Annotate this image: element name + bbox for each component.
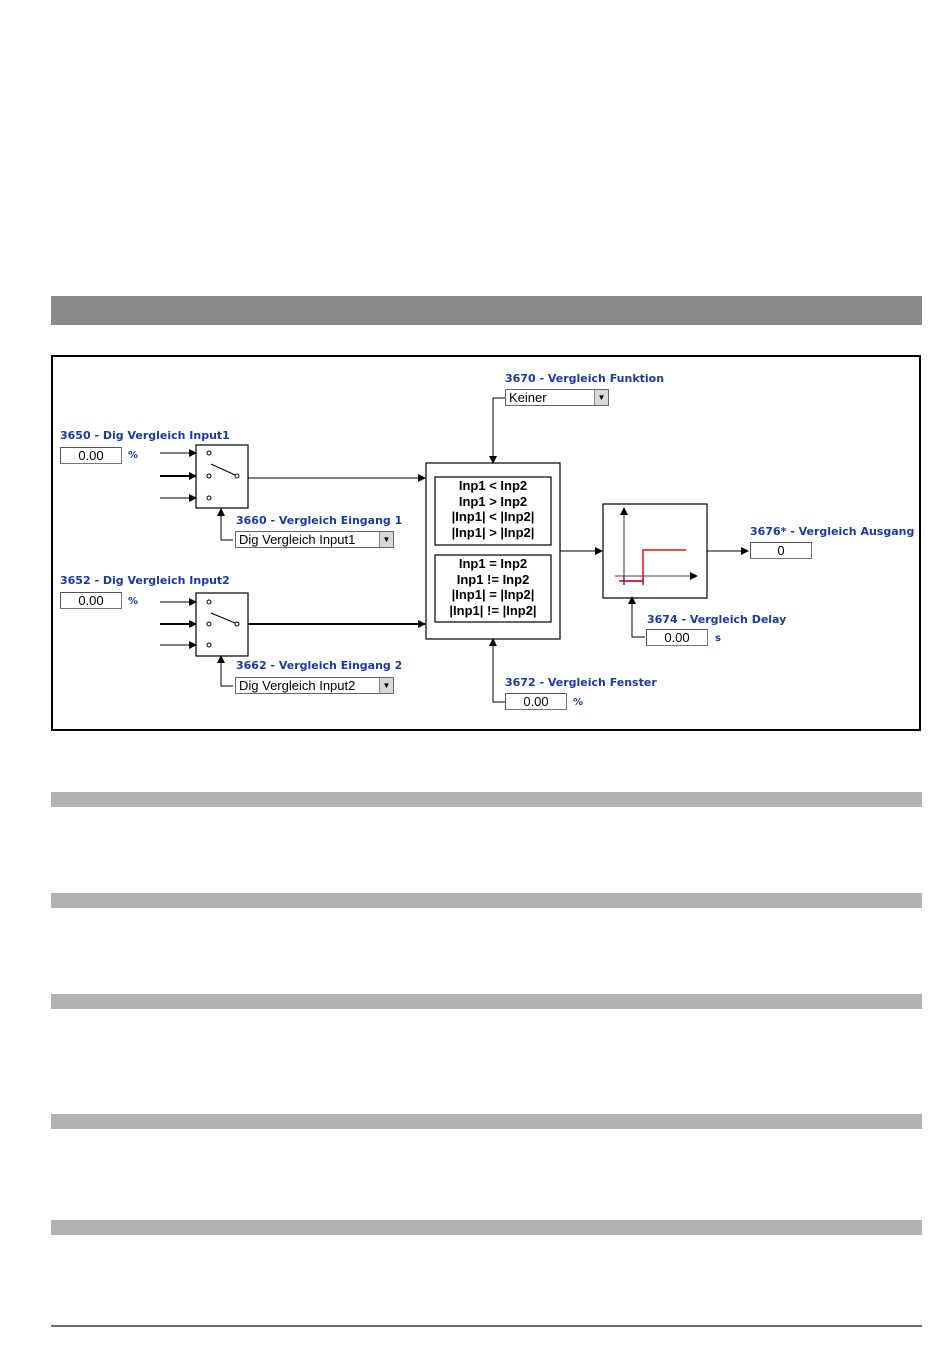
section-bar xyxy=(51,994,922,1009)
section-bar xyxy=(51,1114,922,1129)
chevron-down-icon[interactable]: ▼ xyxy=(379,678,393,693)
delay-unit: s xyxy=(715,633,721,644)
section-bar xyxy=(51,1220,922,1235)
ausgang-label: 3676* - Vergleich Ausgang xyxy=(750,525,915,538)
eingang1-select[interactable]: Dig Vergleich Input1 ▼ xyxy=(235,531,394,548)
funktion-label: 3670 - Vergleich Funktion xyxy=(505,372,665,385)
eingang2-value: Dig Vergleich Input2 xyxy=(239,678,356,693)
selector-switch-1 xyxy=(195,444,249,509)
comparator-diagram: Inp1 < Inp2 Inp1 > Inp2 |Inp1| < |Inp2| … xyxy=(51,355,921,731)
eingang2-select[interactable]: Dig Vergleich Input2 ▼ xyxy=(235,677,394,694)
delay-field[interactable]: 0.00 xyxy=(646,629,708,646)
comparator-option: |Inp1| = |Inp2| xyxy=(451,587,535,602)
delay-block xyxy=(602,503,708,599)
input1-field[interactable]: 0.00 xyxy=(60,447,122,464)
input1-label: 3650 - Dig Vergleich Input1 xyxy=(60,429,230,442)
fenster-unit: % xyxy=(573,697,584,708)
header-bar xyxy=(51,296,922,325)
section-bar xyxy=(51,792,922,807)
comparator-option: Inp1 > Inp2 xyxy=(458,493,528,509)
comparator-option: |Inp1| > |Inp2| xyxy=(451,524,535,540)
chevron-down-icon[interactable]: ▼ xyxy=(379,532,393,547)
ausgang-field: 0 xyxy=(750,542,812,559)
footer-divider xyxy=(51,1325,922,1327)
selector-switch-2 xyxy=(195,592,249,657)
eingang1-label: 3660 - Vergleich Eingang 1 xyxy=(236,514,403,527)
input2-field[interactable]: 0.00 xyxy=(60,592,122,609)
delay-label: 3674 - Vergleich Delay xyxy=(647,613,787,626)
comparator-group-2: Inp1 = Inp2 Inp1 != Inp2 |Inp1| = |Inp2|… xyxy=(435,556,551,618)
funktion-select[interactable]: Keiner ▼ xyxy=(505,389,609,406)
eingang1-value: Dig Vergleich Input1 xyxy=(239,532,356,547)
input1-unit: % xyxy=(128,450,139,461)
input2-unit: % xyxy=(128,596,139,607)
comparator-option: Inp1 = Inp2 xyxy=(458,556,528,571)
fenster-field[interactable]: 0.00 xyxy=(505,693,567,710)
funktion-value: Keiner xyxy=(509,390,547,405)
comparator-group-1: Inp1 < Inp2 Inp1 > Inp2 |Inp1| < |Inp2| … xyxy=(435,478,551,540)
section-bar xyxy=(51,893,922,908)
comparator-option: |Inp1| != |Inp2| xyxy=(449,602,537,618)
comparator-option: Inp1 != Inp2 xyxy=(456,571,530,587)
fenster-label: 3672 - Vergleich Fenster xyxy=(505,676,657,689)
comparator-option: Inp1 < Inp2 xyxy=(458,478,528,493)
comparator-option: |Inp1| < |Inp2| xyxy=(451,509,535,524)
diagram-wiring xyxy=(160,397,749,703)
eingang2-label: 3662 - Vergleich Eingang 2 xyxy=(236,659,403,672)
input2-label: 3652 - Dig Vergleich Input2 xyxy=(60,574,230,587)
chevron-down-icon[interactable]: ▼ xyxy=(594,390,608,405)
